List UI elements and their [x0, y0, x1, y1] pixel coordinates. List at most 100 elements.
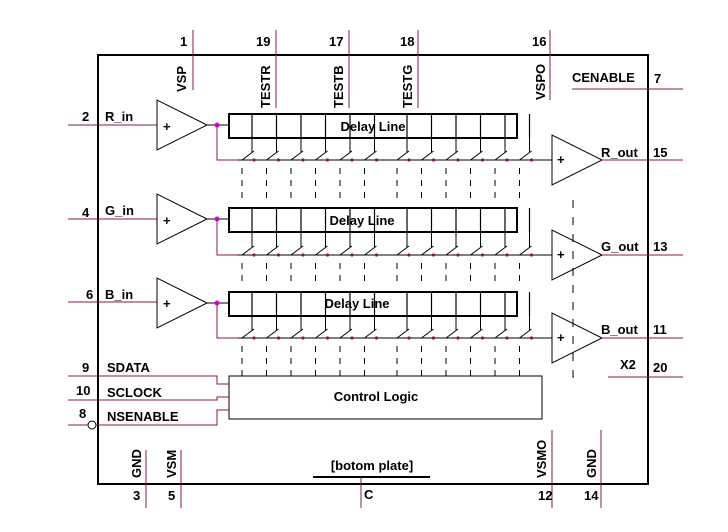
- pin-testr-number: 19: [256, 34, 270, 49]
- switch-node: [456, 158, 460, 162]
- amp-plus-symbol: +: [557, 152, 565, 167]
- tap-switch: [519, 245, 532, 256]
- tap-switch: [266, 245, 279, 256]
- switch-node: [480, 336, 485, 340]
- pin-sclock-number: 10: [76, 383, 90, 398]
- delay-line-b-label: Delay Line: [324, 296, 389, 311]
- tap-switch: [339, 245, 353, 256]
- switch-node: [350, 253, 354, 257]
- switch-node: [529, 336, 534, 340]
- pin-sclock-label: SCLOCK: [107, 385, 163, 400]
- amp-plus-symbol: +: [557, 330, 565, 345]
- tap-switch: [364, 150, 377, 161]
- switch-node: [529, 158, 534, 162]
- amp-plus-symbol: +: [163, 296, 171, 311]
- tap-switch: [445, 328, 459, 339]
- delay-line-g-label: Delay Line: [329, 213, 394, 228]
- pin-testr-label: TESTR: [258, 65, 273, 108]
- switch-node: [456, 336, 460, 340]
- pin-gnd-right-number: 14: [584, 488, 599, 503]
- tap-switch: [519, 328, 532, 339]
- switch-node: [374, 336, 379, 340]
- pin-gnd-left-label: GND: [129, 449, 144, 478]
- switch-node: [480, 253, 485, 257]
- input-amplifier-b: +: [156, 277, 209, 329]
- pin-testb: 17 TESTB: [329, 30, 350, 108]
- switch-node: [252, 158, 256, 162]
- switch-node: [301, 336, 305, 340]
- pin-gnd-left: GND 3: [129, 449, 147, 508]
- switch-node: [407, 336, 411, 340]
- pin-g-in-label: G_in: [105, 203, 134, 218]
- bypass-wire: [216, 125, 238, 161]
- pin-x2-number: 20: [653, 360, 667, 375]
- switch-node: [407, 253, 411, 257]
- switch-node: [431, 158, 436, 162]
- bypass-wire: [216, 303, 238, 339]
- tap-switch: [290, 150, 304, 161]
- tap-switch: [470, 328, 483, 339]
- delay-line-g: Delay Line: [228, 207, 518, 233]
- switch-node: [276, 336, 281, 340]
- switch-node: [301, 253, 305, 257]
- pin-vsmo-number: 12: [538, 488, 552, 503]
- amp-plus-symbol: +: [557, 247, 565, 262]
- output-amplifier-r: + R_out 15: [551, 134, 683, 186]
- switch-node: [456, 253, 460, 257]
- pin-vspo: 16 VSPO: [532, 30, 551, 100]
- pin-r-out-label: R_out: [601, 145, 639, 160]
- pin-vsp: 1 VSP: [174, 30, 194, 92]
- switch-node: [431, 336, 436, 340]
- pin-testg-label: TESTG: [400, 65, 415, 108]
- pin-vsp-number: 1: [180, 34, 187, 49]
- switch-node: [252, 336, 256, 340]
- tap-switch: [445, 245, 459, 256]
- tap-switch: [396, 328, 410, 339]
- tap-switch: [494, 328, 508, 339]
- switch-node: [407, 158, 411, 162]
- switch-node: [350, 336, 354, 340]
- delay-line-b: Delay Line: [228, 291, 518, 317]
- pin-vsm-label: VSM: [164, 450, 179, 478]
- switch-node: [325, 253, 330, 257]
- amp-plus-symbol: +: [163, 119, 171, 134]
- bypass-wire: [216, 219, 238, 256]
- tap-switch: [421, 150, 434, 161]
- pin-x2: X2 20: [572, 200, 683, 378]
- tap-switch: [421, 245, 434, 256]
- pin-vsp-label: VSP: [174, 66, 189, 92]
- tap-switch: [421, 328, 434, 339]
- pin-testb-number: 17: [329, 34, 343, 49]
- pin-sdata: 9 SDATA: [68, 360, 229, 385]
- chip-outline: [97, 54, 649, 485]
- pin-vsm-number: 5: [168, 488, 175, 503]
- switch-node: [301, 158, 305, 162]
- pin-b-in-label: B_in: [105, 287, 133, 302]
- pin-gnd-left-number: 3: [133, 488, 140, 503]
- tap-switch: [290, 328, 304, 339]
- tap-switch: [290, 245, 304, 256]
- tap-switch: [266, 150, 279, 161]
- pin-vspo-label: VSPO: [533, 64, 548, 100]
- tap-switch: [445, 150, 459, 161]
- tap-switch: [470, 245, 483, 256]
- control-logic-label: Control Logic: [334, 389, 419, 404]
- pin-x2-label: X2: [620, 357, 636, 372]
- pin-b-out-label: B_out: [601, 322, 639, 337]
- pin-testg-number: 18: [400, 34, 414, 49]
- switch-node: [480, 158, 485, 162]
- tap-switch: [315, 328, 328, 339]
- tap-switch: [364, 245, 377, 256]
- input-amplifier-g: +: [156, 193, 209, 245]
- pin-r-in-label: R_in: [105, 109, 133, 124]
- tap-switch: [396, 150, 410, 161]
- pin-vsmo: VSMO 12: [534, 430, 553, 508]
- pin-cenable-number: 7: [654, 71, 661, 86]
- pin-g-in-number: 4: [82, 205, 90, 220]
- switch-node: [325, 158, 330, 162]
- pin-b-out-number: 11: [653, 322, 667, 337]
- pin-sclock: 10 SCLOCK: [68, 383, 229, 401]
- pin-cenable: CENABLE 7: [572, 70, 683, 90]
- switch-node: [431, 253, 436, 257]
